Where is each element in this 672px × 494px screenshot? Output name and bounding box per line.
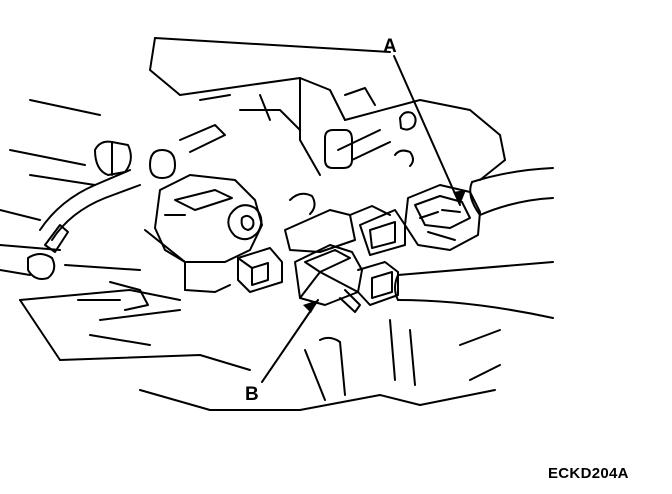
- callout-label-b: B: [245, 384, 259, 405]
- leader-line-a: [393, 55, 461, 206]
- leader-line-b: [261, 299, 319, 383]
- engine-body: [0, 37, 506, 411]
- callout-label-a: A: [383, 36, 397, 57]
- connector-b: [294, 244, 399, 313]
- sensor-connector: [237, 247, 283, 293]
- upper-bolts: [149, 87, 417, 179]
- arrowhead-a: [453, 190, 466, 205]
- mounting-bracket: [284, 192, 391, 253]
- harness-b: [394, 261, 554, 319]
- left-harness: [39, 140, 141, 253]
- harness-a: [469, 167, 554, 216]
- lower-components: [27, 253, 416, 401]
- sensor-body: [144, 174, 263, 293]
- connector-a: [359, 184, 481, 256]
- figure-code: ECKD204A: [548, 465, 629, 482]
- arrowhead-b: [303, 300, 318, 313]
